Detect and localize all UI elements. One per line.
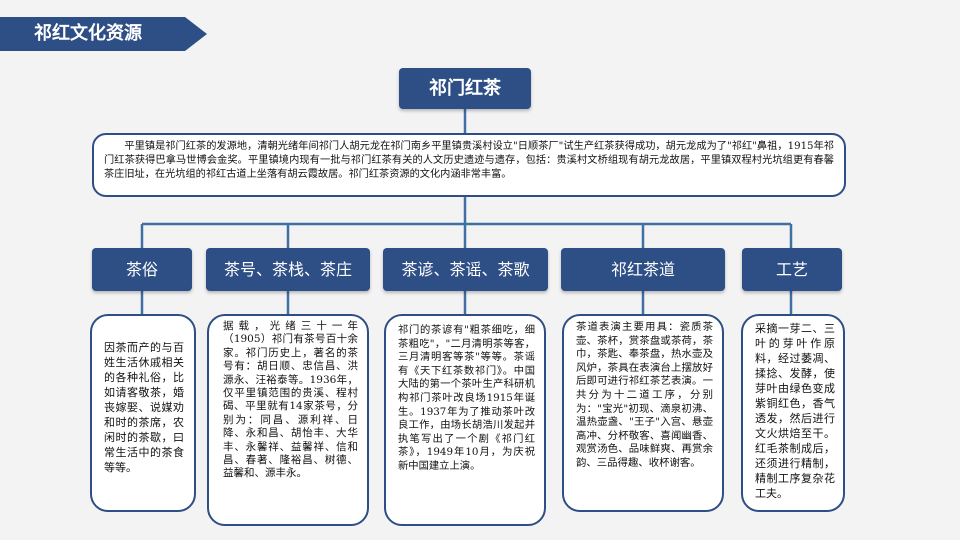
card-tea-songs: 祁门的茶谚有"粗茶细吃，细茶粗吃"，"二月清明茶等客，三月清明客等茶"等等。茶谣… [384, 314, 546, 526]
intro-text-box: 平里镇是祁门红茶的发源地，清朝光绪年间祁门人胡元龙在祁门南乡平里镇贵溪村设立"日… [92, 133, 846, 197]
section-banner: 祁红文化资源 [0, 17, 207, 51]
main-title: 祁门红茶 [399, 68, 531, 109]
category-tea-customs: 茶俗 [92, 248, 192, 291]
card-tea-customs: 因茶而产的与百姓生活休戚相关的各种礼俗，比如请客敬茶，婚丧嫁娶、说媒劝和时的茶席… [90, 314, 196, 512]
category-tea-songs: 茶谚、茶谣、茶歌 [383, 248, 548, 291]
category-tea-ceremony: 祁红茶道 [561, 248, 725, 291]
card-tea-ceremony: 茶道表演主要用具：瓷质茶壶、茶杯，赏茶盘或茶荷，茶巾，茶匙、奉茶盘，热水壶及风炉… [562, 314, 724, 512]
category-tea-shops: 茶号、茶栈、茶庄 [206, 248, 370, 291]
card-tea-shops: 据载，光绪三十一年（1905）祁门有茶号百十余家。祁门历史上，著名的茶号有：胡日… [207, 314, 369, 526]
category-craft: 工艺 [742, 248, 842, 291]
card-craft: 采摘一芽二、三叶的芽叶作原料，经过萎凋、揉捻、发酵，使芽叶由绿色变成紫铜红色，香… [741, 314, 845, 512]
